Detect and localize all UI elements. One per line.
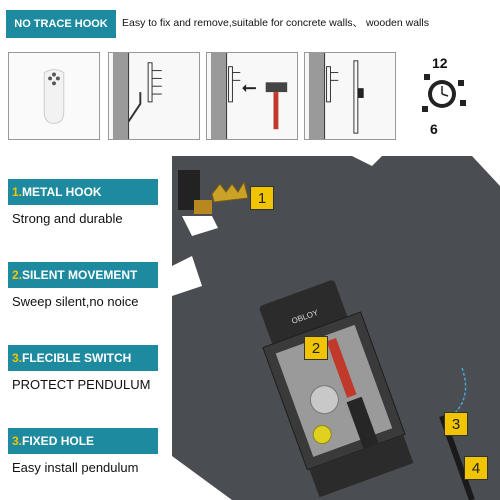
feature-silent-movement: 2. SILENT MOVEMENT Sweep silent,no noice bbox=[8, 262, 168, 309]
feature-heading: 2. SILENT MOVEMENT bbox=[8, 262, 158, 288]
feature-title: METAL HOOK bbox=[22, 185, 102, 199]
feature-title: FLECIBLE SWITCH bbox=[22, 351, 132, 365]
feature-heading: 1. METAL HOOK bbox=[8, 179, 158, 205]
feature-subtitle: Strong and durable bbox=[12, 211, 123, 226]
feature-number: 2. bbox=[12, 268, 23, 282]
feature-title: FIXED HOLE bbox=[22, 434, 95, 448]
svg-text:6: 6 bbox=[430, 121, 438, 137]
feature-number: 3. bbox=[12, 434, 23, 448]
step-1-illustration bbox=[108, 52, 200, 140]
top-banner: NO TRACE HOOK Easy to fix and remove,sui… bbox=[0, 0, 500, 48]
feature-flexible-switch: 3. FLECIBLE SWITCH PROTECT PENDULUM bbox=[8, 345, 168, 392]
feature-subtitle: PROTECT PENDULUM bbox=[12, 377, 151, 392]
feature-heading: 3. FIXED HOLE bbox=[8, 428, 158, 454]
clock-illustration: 12 6 bbox=[402, 52, 494, 140]
product-photo: OBLOY 1 2 3 4 bbox=[172, 156, 500, 500]
callout-badge-1: 1 bbox=[250, 186, 274, 210]
hook-illustration bbox=[8, 52, 100, 140]
banner-tagline: Easy to fix and remove,suitable for conc… bbox=[122, 17, 429, 29]
feature-heading: 3. FLECIBLE SWITCH bbox=[8, 345, 158, 371]
callout-badge-4: 4 bbox=[464, 456, 488, 480]
feature-title: SILENT MOVEMENT bbox=[22, 268, 138, 282]
step-3-illustration bbox=[304, 52, 396, 140]
callout-badge-3: 3 bbox=[444, 412, 468, 436]
feature-subtitle: Easy install pendulum bbox=[12, 460, 139, 475]
step-2-illustration bbox=[206, 52, 298, 140]
svg-text:12: 12 bbox=[432, 55, 448, 71]
callout-badge-2: 2 bbox=[304, 336, 328, 360]
feature-number: 3. bbox=[12, 351, 23, 365]
feature-fixed-hole: 3. FIXED HOLE Easy install pendulum bbox=[8, 428, 168, 475]
feature-subtitle: Sweep silent,no noice bbox=[12, 294, 139, 309]
feature-metal-hook: 1. METAL HOOK Strong and durable bbox=[8, 179, 168, 226]
product-tag: NO TRACE HOOK bbox=[6, 10, 116, 38]
feature-number: 1. bbox=[12, 185, 23, 199]
